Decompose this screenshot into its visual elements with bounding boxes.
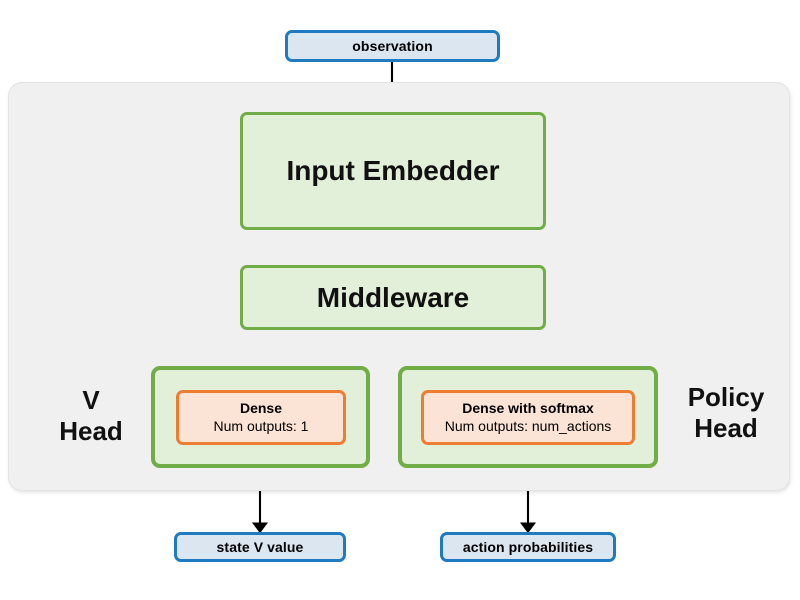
output-node-state-v-value[interactable]: state V value xyxy=(174,532,346,562)
output-node-state-v-value-label: state V value xyxy=(216,539,304,555)
head-caption-policy-line2: Head xyxy=(694,412,758,443)
output-node-action-probabilities-label: action probabilities xyxy=(462,539,594,555)
head-caption-policy: Policy Head xyxy=(664,382,788,443)
stage-middleware-label: Middleware xyxy=(316,281,470,313)
layer-dense-softmax-policy-head[interactable]: Dense with softmax Num outputs: num_acti… xyxy=(421,390,635,445)
head-caption-v-line1: V xyxy=(82,385,100,415)
input-node-observation[interactable]: observation xyxy=(285,30,500,62)
head-caption-policy-line1: Policy xyxy=(687,382,765,412)
layer-dense-v-head-title: Dense xyxy=(239,400,283,417)
stage-middleware[interactable]: Middleware xyxy=(240,265,546,330)
output-node-action-probabilities[interactable]: action probabilities xyxy=(440,532,616,562)
input-node-label: observation xyxy=(352,38,433,54)
head-caption-v: V Head xyxy=(36,385,146,446)
stage-input-embedder[interactable]: Input Embedder xyxy=(240,112,546,230)
layer-dense-softmax-subtitle: Num outputs: num_actions xyxy=(444,417,612,434)
head-caption-v-line2: Head xyxy=(59,415,123,446)
layer-dense-softmax-title: Dense with softmax xyxy=(462,400,594,417)
layer-dense-v-head-subtitle: Num outputs: 1 xyxy=(213,417,309,434)
layer-dense-v-head[interactable]: Dense Num outputs: 1 xyxy=(176,390,346,445)
stage-input-embedder-label: Input Embedder xyxy=(286,155,500,186)
